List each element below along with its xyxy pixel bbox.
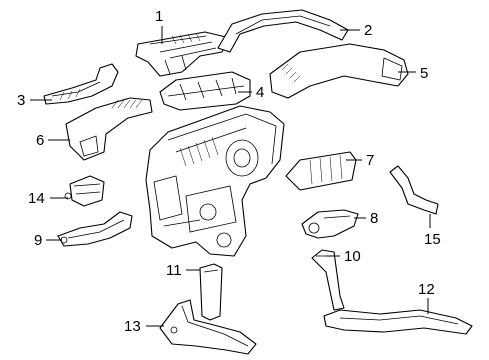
callout-11: 11 (166, 262, 182, 279)
part-9-lower-side-duct (57, 211, 133, 247)
callout-labels: 1 2 3 4 5 6 7 8 9 10 11 12 13 14 15 (17, 8, 441, 335)
part-11-rear-duct (199, 263, 223, 321)
callout-8: 8 (370, 210, 378, 227)
callout-9: 9 (34, 232, 42, 249)
part-2-upper-duct (217, 9, 349, 53)
callout-14: 14 (28, 190, 45, 207)
part-10-floor-outlet (311, 249, 345, 311)
part-3-side-duct (43, 63, 119, 105)
callout-1: 1 (155, 8, 163, 25)
callout-7: 7 (366, 152, 374, 169)
callout-15: 15 (424, 231, 441, 248)
part-12-floor-duct-right (323, 309, 473, 335)
callout-5: 5 (420, 65, 428, 82)
part-8-actuator (301, 209, 359, 239)
part-15-drain-hose (389, 165, 439, 215)
callout-3: 3 (17, 92, 25, 109)
leader-lines (30, 26, 431, 327)
part-14-sensor (64, 175, 105, 207)
part-6-floor-duct (65, 97, 153, 161)
callout-12: 12 (418, 281, 435, 298)
part-13-floor-duct-center (159, 299, 257, 355)
callout-4: 4 (256, 84, 264, 101)
callout-2: 2 (364, 22, 372, 39)
callout-6: 6 (36, 132, 44, 149)
callout-10: 10 (344, 248, 361, 265)
part-5-right-duct (269, 43, 409, 99)
callout-13: 13 (124, 318, 141, 335)
part-1-defroster-nozzle (135, 31, 231, 77)
part-4-distribution-duct (159, 71, 251, 111)
part-7-vent-housing (285, 151, 357, 191)
hvac-module (145, 105, 285, 257)
